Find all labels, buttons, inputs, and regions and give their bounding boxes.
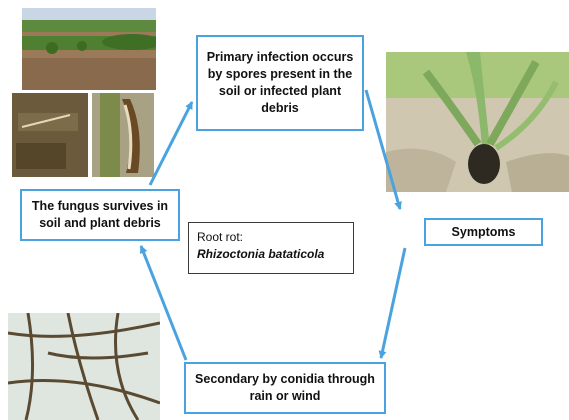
arrow-survive-to-primary xyxy=(150,102,192,185)
secondary-infection-box: Secondary by conidia through rain or win… xyxy=(184,362,386,414)
pathogen-species: Rhizoctonia bataticola xyxy=(197,246,345,263)
secondary-infection-text: Secondary by conidia through rain or win… xyxy=(194,371,376,405)
primary-infection-text: Primary infection occurs by spores prese… xyxy=(206,49,354,117)
symptoms-text: Symptoms xyxy=(452,224,516,241)
arrow-secondary-to-survive xyxy=(141,246,186,360)
arrow-primary-to-symptoms xyxy=(366,90,400,209)
fungus-survives-box: The fungus survives in soil and plant de… xyxy=(20,189,180,241)
root-rot-box: Root rot: Rhizoctonia bataticola xyxy=(188,222,354,274)
symptoms-box: Symptoms xyxy=(424,218,543,246)
primary-infection-box: Primary infection occurs by spores prese… xyxy=(196,35,364,131)
root-rot-label: Root rot: xyxy=(197,229,345,246)
arrow-symptoms-to-secondary xyxy=(381,248,405,358)
fungus-survives-text: The fungus survives in soil and plant de… xyxy=(28,198,172,232)
